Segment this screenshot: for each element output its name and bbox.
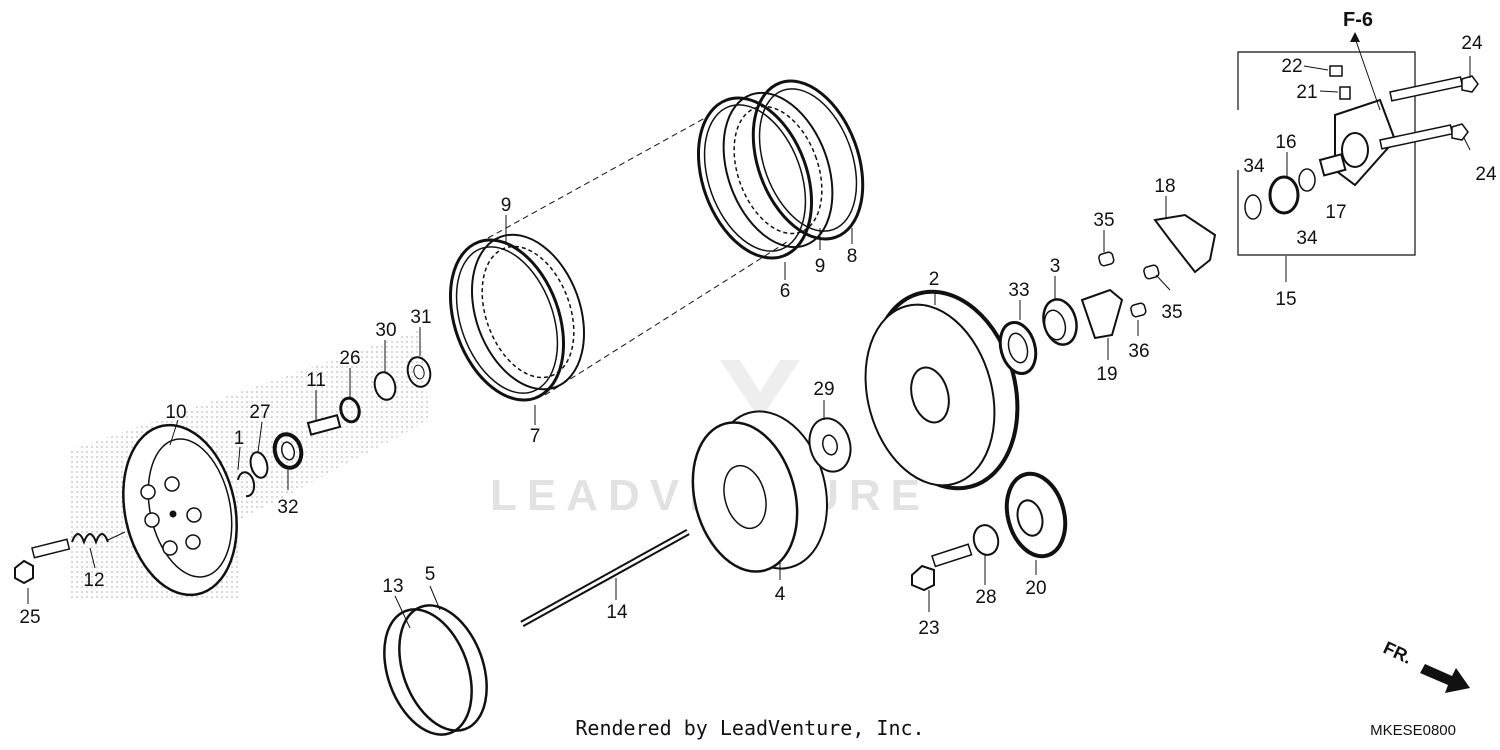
label-28: 28 — [975, 587, 996, 608]
label-34b: 34 — [1296, 228, 1318, 249]
label-33: 33 — [1008, 280, 1029, 301]
label-16: 16 — [1275, 132, 1296, 153]
front-direction-arrow: FR. — [1380, 637, 1470, 693]
clutch-plate-stack — [448, 79, 865, 402]
bolt-23 — [911, 543, 973, 592]
circlip-1 — [237, 471, 256, 498]
cap-22 — [1329, 65, 1343, 77]
needle-bearing-33 — [998, 321, 1038, 375]
bearing-26 — [339, 396, 361, 424]
label-20: 20 — [1025, 578, 1046, 599]
plate-30 — [373, 371, 397, 401]
label-29: 29 — [813, 379, 834, 400]
collar-3 — [1042, 298, 1078, 346]
washer-27 — [249, 451, 269, 479]
label-35a: 35 — [1093, 210, 1114, 231]
label-1: 1 — [234, 428, 245, 449]
lifter-piece-11 — [306, 414, 342, 436]
clutch-plate-9b — [722, 91, 834, 249]
label-8: 8 — [847, 246, 858, 267]
part-labels: 25 12 10 1 27 32 11 26 30 31 9 7 6 9 8 2… — [19, 9, 1497, 639]
seal-34a — [1244, 194, 1262, 220]
footer-credit: Rendered by LeadVenture, Inc. — [575, 716, 925, 740]
pressure-plate — [122, 423, 238, 597]
label-24b: 24 — [1475, 164, 1497, 185]
clutch-plate-9a — [470, 233, 586, 391]
label-18: 18 — [1154, 176, 1175, 197]
label-13: 13 — [382, 576, 403, 597]
label-11: 11 — [306, 370, 326, 391]
ref-label-f6: F-6 — [1343, 9, 1373, 31]
slave-cylinder-assembly-15 — [1237, 32, 1416, 282]
label-7: 7 — [530, 426, 541, 447]
clutch-center-4 — [691, 410, 829, 573]
label-9b: 9 — [815, 256, 826, 277]
label-27: 27 — [249, 402, 270, 423]
label-25: 25 — [19, 607, 40, 628]
label-31: 31 — [410, 307, 431, 328]
label-4: 4 — [775, 584, 786, 605]
label-2: 2 — [929, 269, 940, 290]
arrow-icon — [1420, 664, 1470, 693]
thrust-washer-29 — [808, 417, 852, 473]
bleeder-21 — [1339, 86, 1351, 100]
label-26: 26 — [339, 348, 360, 369]
label-3: 3 — [1050, 256, 1061, 277]
label-14: 14 — [606, 602, 628, 623]
spring-17 — [1318, 153, 1347, 177]
clutch-outer-housing-2 — [864, 289, 1020, 491]
plate-18 — [1153, 213, 1217, 274]
washer-28 — [972, 524, 1000, 556]
friction-disc-6 — [696, 96, 814, 260]
friction-disc-7 — [448, 238, 566, 402]
gasket-13 — [383, 608, 473, 736]
dowel-pin-35b — [1143, 264, 1160, 280]
label-21: 21 — [1296, 82, 1317, 103]
label-36: 36 — [1128, 341, 1149, 362]
bolts-24 — [1379, 75, 1479, 150]
clutch-spring-12 — [71, 531, 126, 545]
seal-34b — [1298, 168, 1316, 192]
leader-lines — [27, 56, 1471, 629]
washer-31 — [406, 356, 432, 388]
label-12: 12 — [83, 570, 104, 591]
bearing-32 — [272, 432, 304, 470]
label-24a: 24 — [1461, 33, 1483, 54]
piston-16 — [1268, 175, 1300, 215]
friction-disc-8 — [751, 79, 865, 241]
label-6: 6 — [780, 281, 791, 302]
label-30: 30 — [375, 320, 396, 341]
pin-36 — [1130, 302, 1147, 318]
label-35b: 35 — [1161, 302, 1182, 323]
label-15: 15 — [1275, 289, 1296, 310]
label-5: 5 — [425, 564, 436, 585]
small-parts-1-11-26-27-30-31-32 — [237, 356, 432, 498]
label-34a: 34 — [1243, 156, 1265, 177]
label-10: 10 — [165, 402, 186, 423]
label-17: 17 — [1325, 202, 1346, 223]
front-label: FR. — [1380, 637, 1415, 667]
bolt-25 — [14, 538, 71, 585]
label-9a: 9 — [501, 195, 512, 216]
diagram-code: MKESE0800 — [1370, 722, 1456, 739]
label-19: 19 — [1096, 364, 1117, 385]
plate-19 — [1080, 288, 1124, 340]
label-32: 32 — [277, 497, 298, 518]
label-22: 22 — [1281, 56, 1302, 77]
dowel-pin-35a — [1098, 251, 1115, 267]
label-23: 23 — [918, 618, 939, 639]
gear-20 — [1004, 471, 1068, 559]
gasket-5 — [398, 604, 488, 732]
